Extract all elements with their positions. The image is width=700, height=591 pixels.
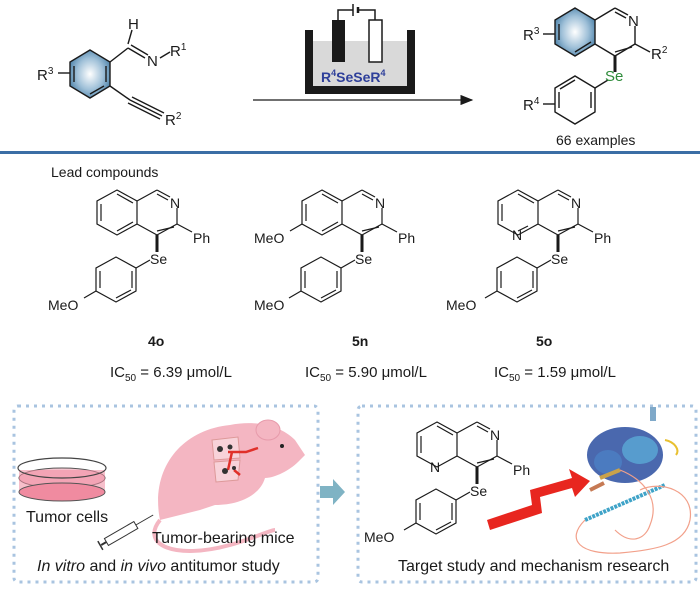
compound-4o-id: 4o	[148, 333, 164, 349]
compound-5n-ic50: IC50 = 5.90 μmol/L	[305, 364, 427, 384]
electrochemical-cell-icon	[305, 4, 415, 94]
caption-in-vivo: in vivo	[120, 558, 166, 575]
syringe-icon	[97, 514, 154, 551]
product-benzo-ring	[554, 7, 596, 57]
tumor-bearing-mice-label: Tumor-bearing mice	[152, 530, 295, 547]
compound-5o-n2-label: N	[512, 227, 522, 243]
compound-5o-structure	[484, 189, 594, 303]
reactant-h-label: H	[128, 16, 139, 33]
compound-4o-structure	[83, 189, 193, 303]
compound-4o-ph-label: Ph	[193, 230, 210, 246]
product-se-label: Se	[605, 68, 623, 85]
compound-5n-meo-label: MeO	[254, 297, 284, 313]
mouse-icon	[152, 419, 305, 553]
panel-compound-ph-label: Ph	[513, 462, 530, 478]
product-r2-label: R2	[651, 45, 668, 63]
compound-5n-ring-meo-label: MeO	[254, 230, 284, 246]
compound-5o-ph-label: Ph	[594, 230, 611, 246]
compound-5n-id: 5n	[352, 333, 368, 349]
compound-5o-se-label: Se	[551, 251, 568, 267]
compound-4o-n-label: N	[170, 195, 180, 211]
tumor-cells-label: Tumor cells	[26, 509, 109, 526]
reactant-r2-label: R2	[165, 111, 182, 129]
compound-4o-meo-label: MeO	[48, 297, 78, 313]
caption-and: and	[85, 558, 121, 575]
mechanism-panel-caption: Target study and mechanism research	[398, 558, 670, 575]
anode-electrode	[332, 20, 345, 62]
target-arrow-icon	[487, 469, 590, 530]
product-r3-label: R3	[523, 26, 540, 44]
petri-dish-icon	[17, 457, 107, 502]
scope-label: 66 examples	[556, 132, 635, 148]
reagent-label: R4SeSeR4	[321, 68, 386, 85]
compound-5n-n-label: N	[375, 195, 385, 211]
compound-5o-n-label: N	[571, 195, 581, 211]
reactant-r1-label: R1	[170, 42, 187, 60]
product-aryl-ring	[554, 75, 596, 125]
in-vivo-panel-border	[12, 404, 320, 584]
compound-5n-structure	[288, 189, 398, 303]
reactant-n-label: N	[147, 53, 158, 70]
compound-5o-ic50: IC50 = 1.59 μmol/L	[494, 364, 616, 384]
connector-arrow-icon	[320, 479, 345, 505]
reactant-structure	[58, 29, 171, 120]
panel-compound-5o-structure	[403, 421, 513, 535]
reactant-benzene-ring	[69, 49, 111, 99]
panel-compound-n2-label: N	[430, 459, 440, 475]
mechanism-panel-border	[356, 404, 698, 584]
compound-4o-se-label: Se	[150, 251, 167, 267]
panel-compound-se-label: Se	[470, 483, 487, 499]
product-r4-label: R4	[523, 96, 540, 114]
in-vivo-panel-caption: In vitro and in vivo antitumor study	[37, 558, 280, 576]
cathode-electrode	[368, 19, 383, 63]
caption-in-vitro: In vitro	[37, 558, 86, 575]
product-structure	[543, 7, 651, 125]
panel-compound-n-label: N	[490, 427, 500, 443]
caption-antitumor-study: antitumor study	[165, 558, 280, 575]
product-n-label: N	[628, 13, 639, 30]
reactant-r3-label: R3	[37, 66, 54, 84]
protein-structure-icon	[575, 407, 691, 554]
compound-5n-se-label: Se	[355, 251, 372, 267]
compound-4o-ic50: IC50 = 6.39 μmol/L	[110, 364, 232, 384]
compound-5n-ph-label: Ph	[398, 230, 415, 246]
lead-compounds-heading: Lead compounds	[51, 164, 158, 180]
compound-5o-meo-label: MeO	[446, 297, 476, 313]
section-divider	[0, 151, 700, 154]
compound-5o-id: 5o	[536, 333, 552, 349]
panel-compound-meo-label: MeO	[364, 529, 394, 545]
